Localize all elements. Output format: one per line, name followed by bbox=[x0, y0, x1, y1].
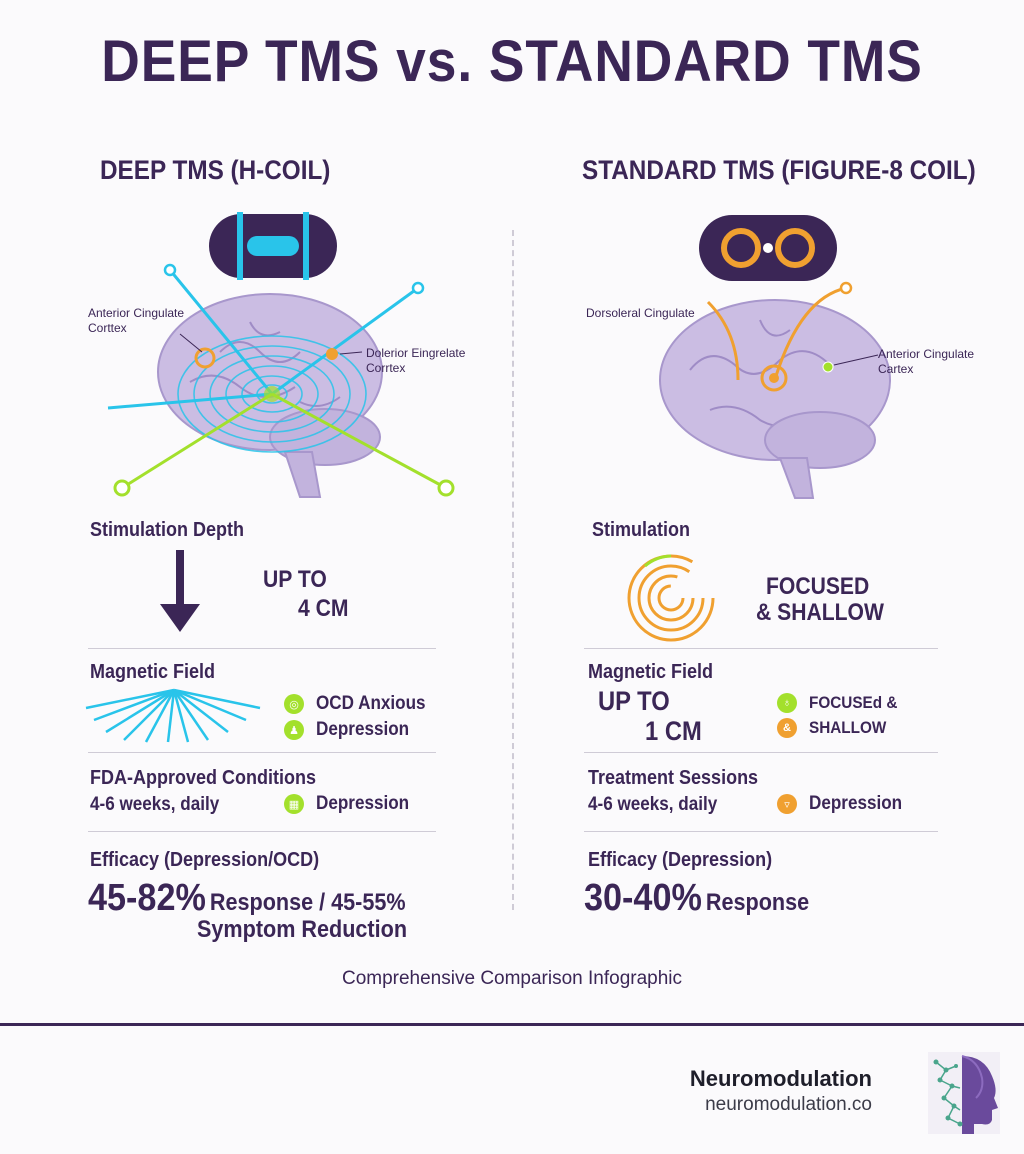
standard-separator-2 bbox=[584, 752, 938, 753]
brain-icon: ◎ bbox=[284, 694, 304, 714]
deep-magnetic-item: ♟ Depression bbox=[284, 719, 419, 741]
standard-separator-1 bbox=[584, 648, 938, 649]
bulb-icon: ♁ bbox=[777, 693, 797, 713]
deep-separator-1 bbox=[88, 648, 436, 649]
standard-magnetic-item: & SHALLOW bbox=[777, 718, 895, 738]
deep-separator-3 bbox=[88, 831, 436, 832]
focused-rings-icon bbox=[627, 554, 715, 642]
standard-magnetic-value-line1: UP TO bbox=[598, 686, 670, 716]
standard-right-region-label: Anterior Cingulate Cartex bbox=[878, 347, 975, 376]
standard-magnetic-label: Magnetic Field bbox=[588, 661, 714, 683]
standard-sessions-label: Treatment Sessions bbox=[588, 767, 759, 789]
standard-depth-label: Stimulation bbox=[592, 519, 691, 541]
brand-name: Neuromodulation bbox=[689, 1066, 872, 1091]
brand-url: neuromodulation.co bbox=[705, 1094, 872, 1115]
h-coil-icon bbox=[209, 212, 337, 280]
deep-tms-heading: DEEP TMS (H-COIL) bbox=[100, 155, 331, 185]
standard-tms-heading: STANDARD TMS (FIGURE-8 COIL) bbox=[582, 155, 976, 185]
standard-left-region-label: Dorsoleral Cingulate bbox=[586, 306, 695, 320]
deep-separator-2 bbox=[88, 752, 436, 753]
standard-brain-illustration bbox=[659, 281, 891, 499]
standard-magnetic-item: ♁ FOCUSEd & bbox=[777, 693, 907, 713]
standard-efficacy-value: 30-40% Response bbox=[584, 877, 810, 919]
standard-sessions-item: ▿ Depression bbox=[777, 793, 912, 815]
deep-depth-value-line1: UP TO bbox=[263, 566, 327, 593]
deep-right-region-label: Dolerior Eingrelate Corrtex bbox=[366, 346, 466, 375]
shield-icon: ▿ bbox=[777, 794, 797, 814]
deep-depth-value-line2: 4 CM bbox=[298, 595, 349, 622]
deep-conditions-sub: 4-6 weeks, daily bbox=[90, 794, 220, 815]
column-divider bbox=[512, 230, 514, 910]
deep-efficacy-label: Efficacy (Depression/OCD) bbox=[90, 849, 320, 871]
deep-magnetic-item: ◎ OCD Anxious bbox=[284, 693, 438, 715]
standard-magnetic-value-line2: 1 CM bbox=[645, 716, 702, 746]
deep-conditions-item: ▦ Depression bbox=[284, 793, 419, 815]
magnetic-field-lines bbox=[85, 688, 261, 743]
figure-8-coil-icon bbox=[699, 215, 837, 281]
people-icon: ♟ bbox=[284, 720, 304, 740]
standard-sessions-sub: 4-6 weeks, daily bbox=[588, 794, 718, 815]
deep-left-region-label: Anterior Cingulate Corttex bbox=[88, 306, 185, 335]
standard-depth-value-line2: & SHALLOW bbox=[756, 599, 884, 626]
page-title: DEEP TMS vs. STANDARD TMS bbox=[101, 29, 923, 94]
footer-divider bbox=[0, 1023, 1024, 1026]
deep-magnetic-label: Magnetic Field bbox=[90, 661, 216, 683]
deep-conditions-label: FDA-Approved Conditions bbox=[90, 767, 316, 789]
arrow-down-icon bbox=[160, 550, 200, 632]
deep-efficacy-value: 45-82% Response / 45-55% bbox=[88, 877, 406, 919]
deep-efficacy-text-line2: Symptom Reduction bbox=[197, 916, 408, 943]
calendar-icon: ▦ bbox=[284, 794, 304, 814]
brand-block: Neuromodulation neuromodulation.co bbox=[690, 1066, 872, 1116]
deep-depth-label: Stimulation Depth bbox=[90, 519, 244, 541]
standard-efficacy-label: Efficacy (Depression) bbox=[588, 849, 773, 871]
ampersand-icon: & bbox=[777, 718, 797, 738]
standard-separator-3 bbox=[584, 831, 938, 832]
infographic-caption: Comprehensive Comparison Infographic bbox=[341, 968, 683, 989]
brand-logo-icon bbox=[928, 1052, 1000, 1134]
deep-brain-illustration bbox=[107, 263, 455, 498]
standard-depth-value-line1: FOCUSED bbox=[766, 573, 870, 600]
